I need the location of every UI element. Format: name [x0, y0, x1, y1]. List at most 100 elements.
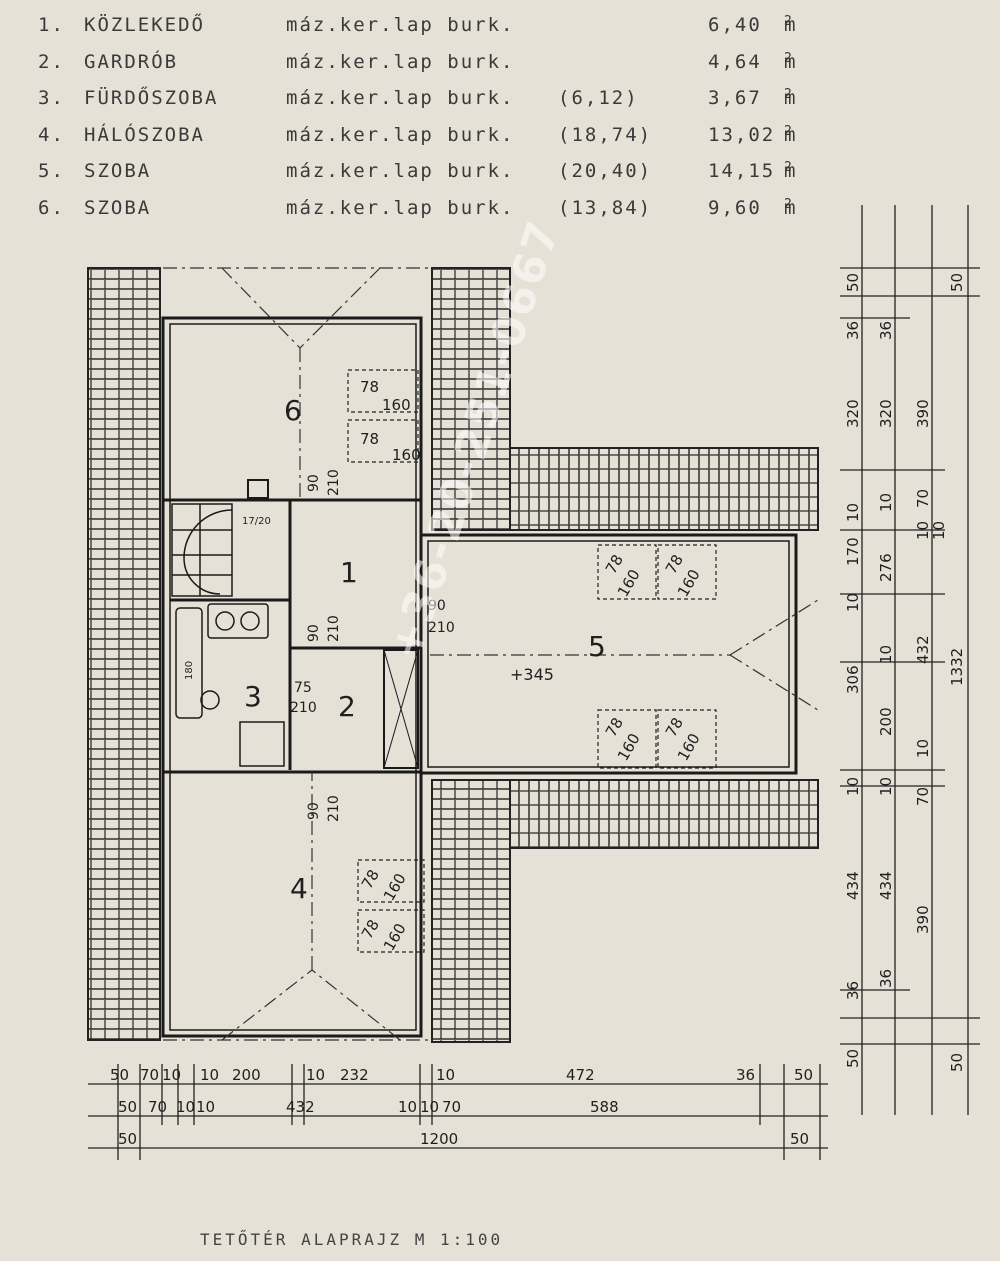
svg-text:200: 200 [877, 707, 895, 736]
svg-text:70: 70 [914, 787, 932, 806]
roof-ridge-lines [163, 267, 819, 1041]
room-name: FÜRDŐSZOBA [84, 87, 219, 109]
room-number: 1. [38, 14, 65, 36]
svg-text:10: 10 [877, 777, 895, 796]
svg-text:232: 232 [340, 1066, 369, 1084]
svg-text:70: 70 [148, 1098, 167, 1116]
bathtub-label: 180 [184, 661, 195, 680]
room-name: SZOBA [84, 196, 152, 219]
svg-text:210: 210 [326, 615, 342, 642]
svg-text:210: 210 [326, 469, 342, 496]
svg-text:75: 75 [294, 680, 312, 696]
svg-text:36: 36 [844, 981, 862, 1000]
room-row: 3. FÜRDŐSZOBA máz.ker.lap burk. (6,12) 3… [38, 87, 838, 124]
svg-text:10: 10 [877, 645, 895, 664]
svg-text:160: 160 [380, 870, 410, 904]
svg-text:78: 78 [360, 378, 379, 396]
bathroom-fixtures [175, 603, 285, 767]
svg-text:78: 78 [360, 430, 379, 448]
svg-text:434: 434 [877, 871, 895, 900]
svg-text:432: 432 [914, 635, 932, 664]
svg-text:90: 90 [306, 624, 322, 642]
room-area: 13,02 [708, 123, 776, 146]
room-name: KÖZLEKEDŐ [84, 14, 205, 36]
svg-text:5: 5 [588, 630, 606, 663]
svg-text:50: 50 [118, 1098, 137, 1116]
svg-text:200: 200 [232, 1066, 261, 1084]
svg-text:10: 10 [914, 521, 932, 540]
svg-text:90: 90 [306, 474, 322, 492]
svg-text:50: 50 [794, 1066, 813, 1084]
room-capacity: (20,40) [558, 160, 653, 182]
elevation-mark: +345 [510, 665, 554, 684]
svg-text:70: 70 [442, 1098, 461, 1116]
room-row: 6. SZOBA máz.ker.lap burk. (13,84) 9,60 … [38, 197, 838, 234]
svg-text:1200: 1200 [420, 1130, 458, 1148]
svg-text:6: 6 [284, 394, 302, 427]
svg-text:50: 50 [844, 1049, 862, 1068]
svg-text:10: 10 [914, 739, 932, 758]
room-finish: máz.ker.lap burk. [286, 14, 515, 36]
plan-caption: TETŐTÉR ALAPRAJZ M 1:100 [200, 1230, 504, 1249]
room-numbers: 6 1 3 2 5 4 [244, 394, 606, 905]
room-area: 6,40 [708, 14, 762, 36]
room-name: HÁLÓSZOBA [84, 123, 205, 146]
room-capacity: (6,12) [558, 87, 639, 109]
svg-text:10: 10 [398, 1098, 417, 1116]
svg-text:78: 78 [358, 866, 383, 892]
room-number: 2. [38, 50, 65, 73]
svg-text:36: 36 [844, 321, 862, 340]
svg-text:2: 2 [338, 690, 356, 723]
svg-text:78: 78 [358, 916, 383, 942]
svg-text:434: 434 [844, 871, 862, 900]
room-name: GARDRÓB [84, 50, 179, 73]
svg-text:50: 50 [790, 1130, 809, 1148]
svg-text:50: 50 [948, 273, 966, 292]
stair-label: 17/20 [242, 516, 271, 527]
svg-text:50: 50 [118, 1130, 137, 1148]
svg-text:10: 10 [844, 503, 862, 522]
svg-text:70: 70 [914, 489, 932, 508]
svg-text:4: 4 [290, 872, 308, 905]
roof-tiles [87, 267, 819, 1043]
svg-text:10: 10 [844, 593, 862, 612]
room-finish: máz.ker.lap burk. [286, 160, 515, 182]
room-area: 4,64 [708, 50, 762, 73]
svg-text:10: 10 [436, 1066, 455, 1084]
svg-text:36: 36 [877, 969, 895, 988]
bottom-dimensions [88, 1064, 828, 1160]
room-number: 4. [38, 123, 65, 146]
walls [161, 316, 798, 1038]
roof-windows [347, 369, 717, 953]
svg-text:276: 276 [877, 553, 895, 582]
room-area: 14,15 [708, 160, 776, 182]
total-height-label: 1332 [948, 648, 966, 686]
svg-text:10: 10 [306, 1066, 325, 1084]
svg-text:160: 160 [382, 396, 411, 414]
room-number: 3. [38, 87, 65, 109]
room-area: 3,67 [708, 87, 762, 109]
svg-text:36: 36 [736, 1066, 755, 1084]
svg-text:160: 160 [380, 920, 410, 954]
door-labels: 90 210 90 210 90 210 75 210 90 210 [290, 469, 455, 822]
svg-text:432: 432 [286, 1098, 315, 1116]
svg-text:390: 390 [914, 399, 932, 428]
svg-text:306: 306 [844, 665, 862, 694]
svg-text:210: 210 [290, 700, 317, 716]
svg-text:472: 472 [566, 1066, 595, 1084]
svg-text:10: 10 [200, 1066, 219, 1084]
svg-text:210: 210 [428, 620, 455, 636]
svg-text:1: 1 [340, 556, 358, 589]
svg-text:320: 320 [844, 399, 862, 428]
svg-text:70: 70 [140, 1066, 159, 1084]
room-capacity: (18,74) [558, 123, 653, 146]
svg-text:588: 588 [590, 1098, 619, 1116]
svg-text:90: 90 [428, 598, 446, 614]
room-row: 5. SZOBA máz.ker.lap burk. (20,40) 14,15… [38, 160, 838, 197]
